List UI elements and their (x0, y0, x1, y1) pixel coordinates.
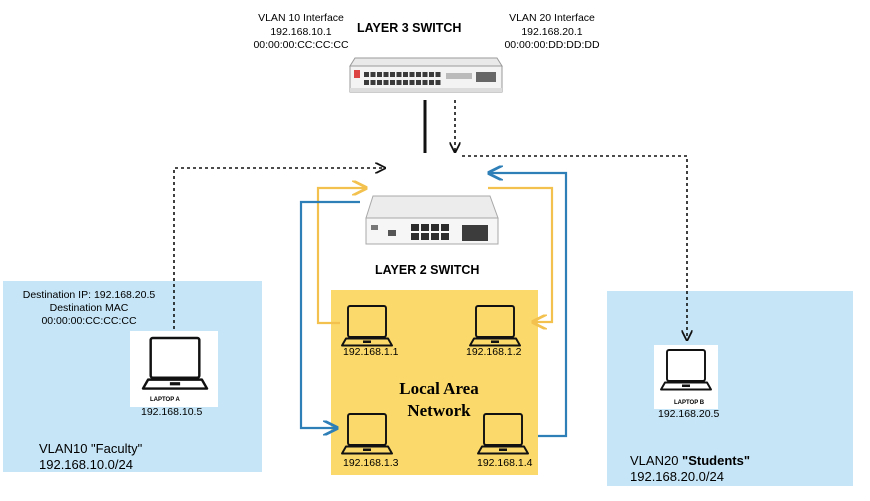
laptop-a-ip: 192.168.10.5 (141, 406, 203, 418)
l3-switch-port (364, 72, 369, 77)
l3-switch-port (416, 72, 421, 77)
layer3-switch-title: LAYER 3 SWITCH (357, 21, 462, 35)
vlan10-name-quoted: "Faculty" (91, 441, 143, 456)
yellow-path-left (316, 188, 366, 325)
l3-switch-port (370, 72, 376, 77)
l2-switch-port (421, 224, 429, 231)
laptop-a-icon (141, 336, 209, 390)
lan-host-3-icon (341, 413, 393, 455)
l2-switch-port (441, 233, 449, 240)
vlan10-name: VLAN10 "Faculty" (39, 441, 142, 456)
lan-host-4-icon (477, 413, 529, 455)
vlan10-interface-name: VLAN 10 Interface (258, 12, 344, 24)
vlan10-interface-ip: 192.168.10.1 (270, 26, 332, 38)
l3-switch-port (403, 80, 408, 85)
l3-switch-port (377, 80, 382, 85)
layer3-switch-icon (349, 57, 503, 93)
blue-path-left (299, 200, 360, 428)
l3-switch-port (429, 80, 434, 85)
l3-switch-port (422, 80, 428, 85)
l3-switch-port (416, 80, 421, 85)
vlan20-interface-mac: 00:00:00:DD:DD:DD (504, 39, 600, 51)
vlan20-zone (607, 291, 853, 486)
l3-switch-port (435, 80, 441, 85)
laptop-a-card (130, 331, 218, 407)
l3-switch-port (364, 80, 369, 85)
l3-switch-port (390, 72, 395, 77)
laptop-b-dotted-path (462, 155, 687, 340)
lan-host-4-ip: 192.168.1.4 (477, 457, 533, 469)
lan-host-2-ip: 192.168.1.2 (466, 346, 522, 358)
packet-destination-ip: Destination IP: 192.168.20.5 (22, 289, 156, 301)
lan-title-line1: Local Area (399, 379, 479, 398)
layer2-switch-title: LAYER 2 SWITCH (375, 263, 480, 277)
blue-path-right (489, 173, 568, 438)
l2-switch-port (431, 224, 439, 231)
l3-switch-port (390, 80, 395, 85)
lan-host-1-ip: 192.168.1.1 (343, 346, 399, 358)
l3-switch-port (403, 72, 408, 77)
vlan20-subnet: 192.168.20.0/24 (630, 469, 724, 484)
vlan20-name-quoted: "Students" (682, 453, 750, 468)
l3-switch-port (383, 72, 389, 77)
lan-host-2-icon (469, 305, 521, 347)
vlan10-name-prefix: VLAN10 (39, 441, 92, 456)
vlan20-name-prefix: VLAN20 (630, 453, 683, 468)
l3-switch-port (377, 72, 382, 77)
vlan20-interface-name: VLAN 20 Interface (509, 12, 595, 24)
l2-switch-port (441, 224, 449, 231)
l3-switch-port (422, 72, 428, 77)
l3-switch-port (396, 72, 402, 77)
l3-switch-port (409, 72, 415, 77)
laptop-a-dotted-path (173, 168, 385, 335)
laptop-a-label: LAPTOP A (150, 397, 180, 403)
lan-host-3-ip: 192.168.1.3 (343, 457, 399, 469)
l2-switch-port (421, 233, 429, 240)
vlan20-name: VLAN20 "Students" (630, 453, 750, 468)
vlan10-interface-mac: 00:00:00:CC:CC:CC (253, 39, 349, 51)
laptop-b-ip: 192.168.20.5 (658, 408, 720, 420)
yellow-path-right (488, 186, 554, 322)
l2-switch-port (411, 224, 419, 231)
layer2-switch-icon (365, 195, 499, 245)
vlan10-subnet: 192.168.10.0/24 (39, 457, 133, 472)
lan-host-1-icon (341, 305, 393, 347)
l3-switch-port (383, 80, 389, 85)
laptop-b-icon (660, 349, 712, 391)
l3-switch-port (429, 72, 434, 77)
vlan20-interface-ip: 192.168.20.1 (521, 26, 583, 38)
packet-destination-mac: 00:00:00:CC:CC:CC (41, 315, 137, 327)
l3-switch-port (396, 80, 402, 85)
l3-switch-port (435, 72, 441, 77)
l2-switch-port (411, 233, 419, 240)
l3-switch-port (409, 80, 415, 85)
laptop-b-card (654, 345, 718, 409)
packet-destination-mac-label: Destination MAC (49, 302, 129, 314)
l3-switch-port (370, 80, 376, 85)
lan-title-line2: Network (407, 401, 471, 420)
l2-switch-port (431, 233, 439, 240)
laptop-b-label: LAPTOP B (674, 400, 705, 406)
